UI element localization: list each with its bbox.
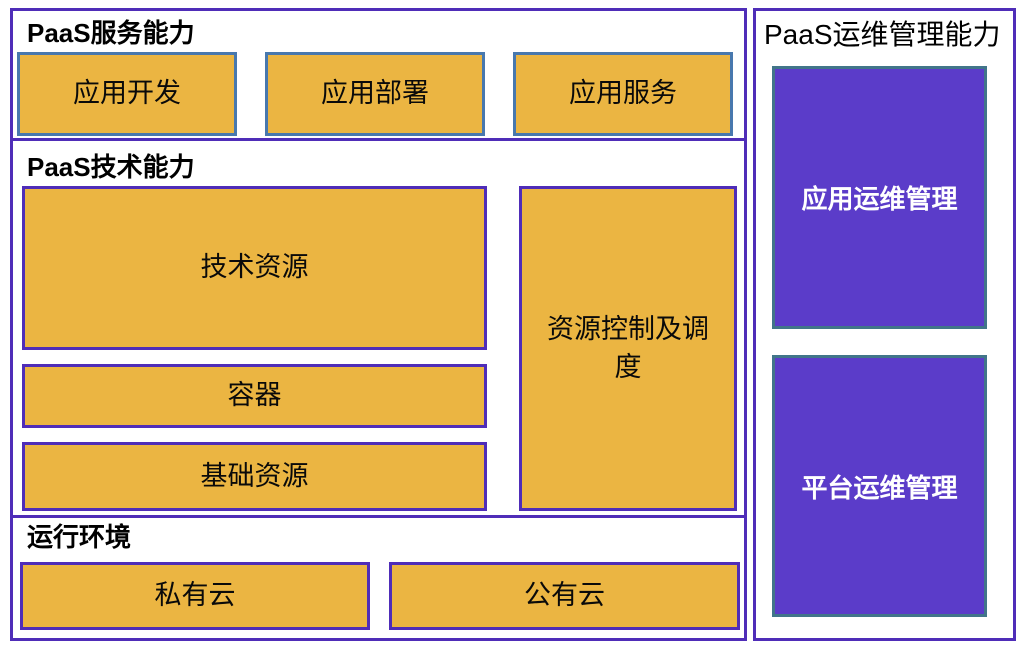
- box-resource-control-scheduling: 资源控制及调度: [519, 186, 737, 511]
- box-container: 容器: [22, 364, 487, 428]
- box-platform-ops-management-label: 平台运维管理: [801, 472, 958, 503]
- box-app-service-label: 应用服务: [569, 78, 677, 109]
- box-private-cloud-label: 私有云: [154, 580, 236, 611]
- box-platform-ops-management: 平台运维管理: [772, 355, 987, 617]
- box-resource-control-scheduling-label: 资源控制及调度: [547, 313, 709, 382]
- box-public-cloud-label: 公有云: [524, 580, 605, 611]
- box-app-development: 应用开发: [17, 52, 237, 136]
- box-technical-resources: 技术资源: [22, 186, 487, 350]
- section-paas-technical-capability: PaaS技术能力 技术资源 容器 基础资源 资源控制及调度: [10, 138, 747, 518]
- box-technical-resources-label: 技术资源: [200, 252, 309, 283]
- section-title-paas-ops-management-capability: PaaS运维管理能力: [764, 19, 1001, 50]
- section-title-paas-service-capability: PaaS服务能力: [27, 18, 195, 48]
- section-title-runtime-environment: 运行环境: [27, 522, 132, 552]
- box-app-ops-management: 应用运维管理: [772, 66, 987, 329]
- box-app-service: 应用服务: [513, 52, 733, 136]
- box-app-deployment-label: 应用部署: [321, 78, 429, 109]
- box-private-cloud: 私有云: [20, 562, 370, 630]
- box-app-development-label: 应用开发: [73, 78, 181, 109]
- box-basic-resources: 基础资源: [22, 442, 487, 511]
- box-app-deployment: 应用部署: [265, 52, 485, 136]
- box-app-ops-management-label: 应用运维管理: [801, 184, 958, 214]
- box-container-label: 容器: [227, 380, 282, 411]
- section-title-paas-technical-capability: PaaS技术能力: [27, 152, 195, 182]
- section-paas-ops-management-capability: PaaS运维管理能力 应用运维管理 平台运维管理: [753, 8, 1016, 641]
- box-basic-resources-label: 基础资源: [200, 460, 309, 491]
- section-runtime-environment: 运行环境 私有云 公有云: [10, 515, 747, 641]
- section-paas-service-capability: PaaS服务能力 应用开发 应用部署 应用服务: [10, 8, 747, 141]
- box-public-cloud: 公有云: [389, 562, 740, 630]
